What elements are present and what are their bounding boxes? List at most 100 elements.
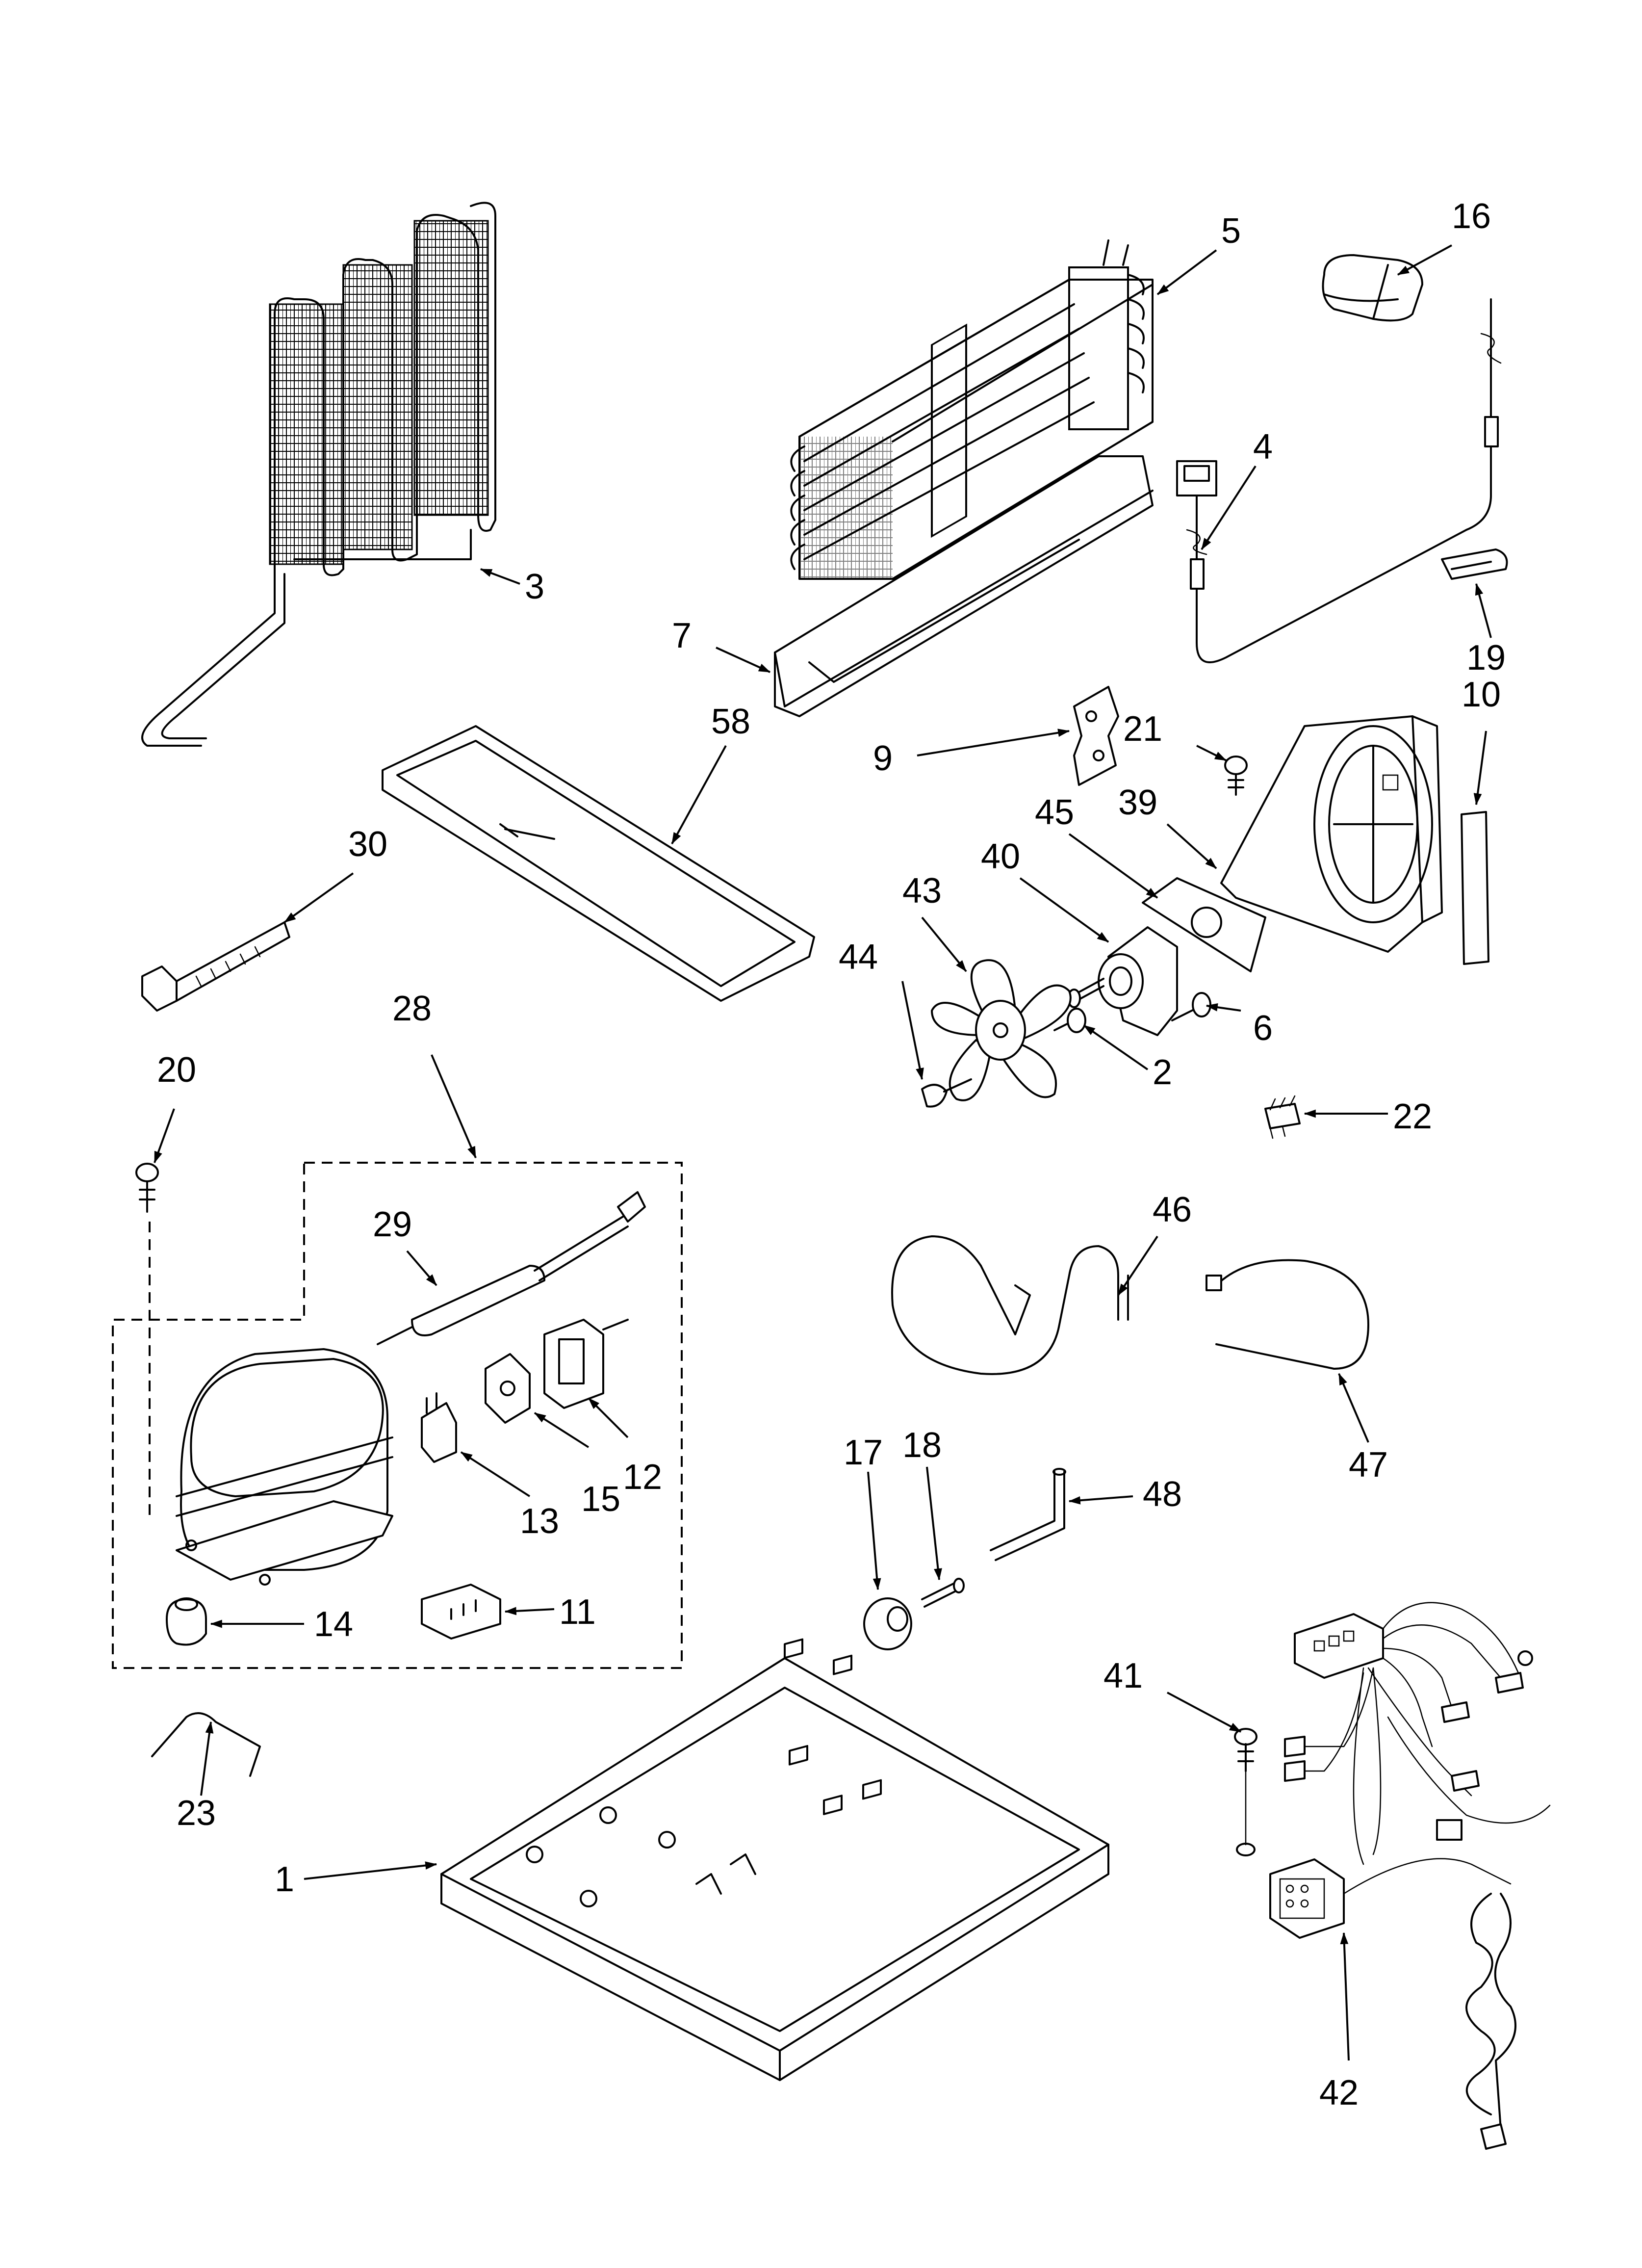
callout-48: 48: [1143, 1475, 1182, 1514]
leader-16: [1397, 244, 1452, 276]
overload-protector: [485, 1353, 531, 1424]
screw-20: [135, 1163, 159, 1521]
axle-pin: [921, 1578, 965, 1608]
leader-2: [1083, 1024, 1149, 1070]
leader-43: [921, 916, 967, 972]
leader-45: [1068, 833, 1158, 899]
leader-40: [1019, 877, 1109, 943]
callout-13: 13: [520, 1502, 559, 1541]
callout-21: 21: [1123, 709, 1162, 749]
callout-28: 28: [392, 989, 432, 1028]
callout-labels: 1 2 3 4 5 6 7 9 10 11 12 13 14 15 16 17 …: [157, 197, 1506, 2112]
leader-41: [1167, 1692, 1242, 1733]
leader-29: [406, 1250, 437, 1286]
process-tube: [990, 1468, 1066, 1561]
leader-lines: [154, 244, 1492, 2061]
callout-20: 20: [157, 1050, 196, 1090]
callout-3: 3: [525, 567, 544, 606]
fan-blade: [931, 959, 1072, 1101]
leader-21: [1196, 745, 1227, 761]
leader-48: [1068, 1495, 1133, 1505]
roller: [863, 1597, 912, 1650]
callout-6: 6: [1253, 1009, 1273, 1048]
leader-46: [1117, 1235, 1158, 1296]
fan-shroud: [1220, 715, 1443, 953]
leader-6: [1206, 1003, 1241, 1012]
foam-strip: [1461, 811, 1489, 965]
leader-4: [1201, 465, 1257, 550]
leader-23: [200, 1721, 214, 1796]
callout-22: 22: [1393, 1097, 1432, 1136]
leader-19: [1475, 583, 1492, 638]
callout-1: 1: [275, 1860, 294, 1899]
leader-20: [154, 1108, 175, 1164]
terminal-cover: [421, 1392, 457, 1463]
callout-9: 9: [873, 739, 893, 778]
leader-17: [867, 1471, 881, 1590]
leader-1: [304, 1861, 437, 1880]
cap: [1322, 254, 1423, 322]
drain-trough: [774, 455, 1154, 717]
callout-45: 45: [1035, 793, 1074, 832]
leader-44: [901, 981, 924, 1080]
callout-40: 40: [981, 837, 1020, 876]
bracket: [1073, 686, 1119, 786]
motor-plate: [1142, 877, 1266, 972]
leader-28: [431, 1054, 477, 1159]
callout-18: 18: [902, 1426, 942, 1465]
leader-11: [504, 1607, 555, 1616]
fan-motor: [1067, 926, 1178, 1036]
filter-drier: [377, 1191, 646, 1345]
callout-58: 58: [711, 702, 750, 741]
grommet: [1264, 1095, 1301, 1139]
capillary-tube: [1206, 1259, 1369, 1370]
leader-10: [1473, 730, 1487, 806]
callout-17: 17: [844, 1433, 883, 1472]
screw-2: [1053, 1008, 1086, 1033]
callout-7: 7: [672, 616, 692, 655]
base-pan: [440, 1638, 1109, 2081]
callout-14: 14: [314, 1605, 353, 1644]
callout-29: 29: [373, 1205, 412, 1244]
compressor: [176, 1348, 393, 1586]
callout-4: 4: [1253, 427, 1273, 467]
evaporator-coil: [790, 239, 1154, 580]
callout-30: 30: [348, 825, 387, 864]
suction-tube: [891, 1235, 1129, 1375]
screw-41: [1234, 1728, 1257, 1856]
callout-42: 42: [1319, 2073, 1359, 2112]
spring-clip: [151, 1712, 261, 1777]
leader-7: [716, 647, 771, 673]
capacitor: [421, 1584, 501, 1640]
leader-18: [926, 1466, 942, 1581]
leader-42: [1340, 1932, 1350, 2061]
leader-58: [671, 745, 727, 845]
leader-30: [283, 872, 354, 923]
leader-13: [460, 1451, 531, 1497]
compressor-grommet: [166, 1597, 207, 1646]
cable-tie: [141, 921, 290, 1012]
leader-9: [917, 729, 1070, 756]
callout-15: 15: [581, 1480, 620, 1519]
callout-39: 39: [1118, 783, 1157, 822]
sensor-wire: [1176, 298, 1502, 663]
callout-23: 23: [177, 1794, 216, 1833]
leader-3: [480, 568, 520, 585]
callout-11: 11: [559, 1592, 596, 1632]
callout-47: 47: [1349, 1445, 1388, 1485]
leader-15: [534, 1412, 590, 1448]
screw-21: [1224, 756, 1248, 796]
callout-16: 16: [1452, 197, 1491, 236]
callout-12: 12: [623, 1458, 662, 1497]
leader-39: [1166, 823, 1217, 869]
leader-12: [588, 1397, 629, 1438]
callout-2: 2: [1153, 1053, 1172, 1092]
wire-harness: [1269, 1602, 1551, 2150]
condenser-coil: [141, 202, 496, 747]
start-relay: [543, 1319, 629, 1409]
fan-clip: [921, 1078, 972, 1108]
callout-41: 41: [1103, 1656, 1143, 1695]
leader-5: [1156, 249, 1217, 295]
callout-46: 46: [1153, 1190, 1192, 1229]
